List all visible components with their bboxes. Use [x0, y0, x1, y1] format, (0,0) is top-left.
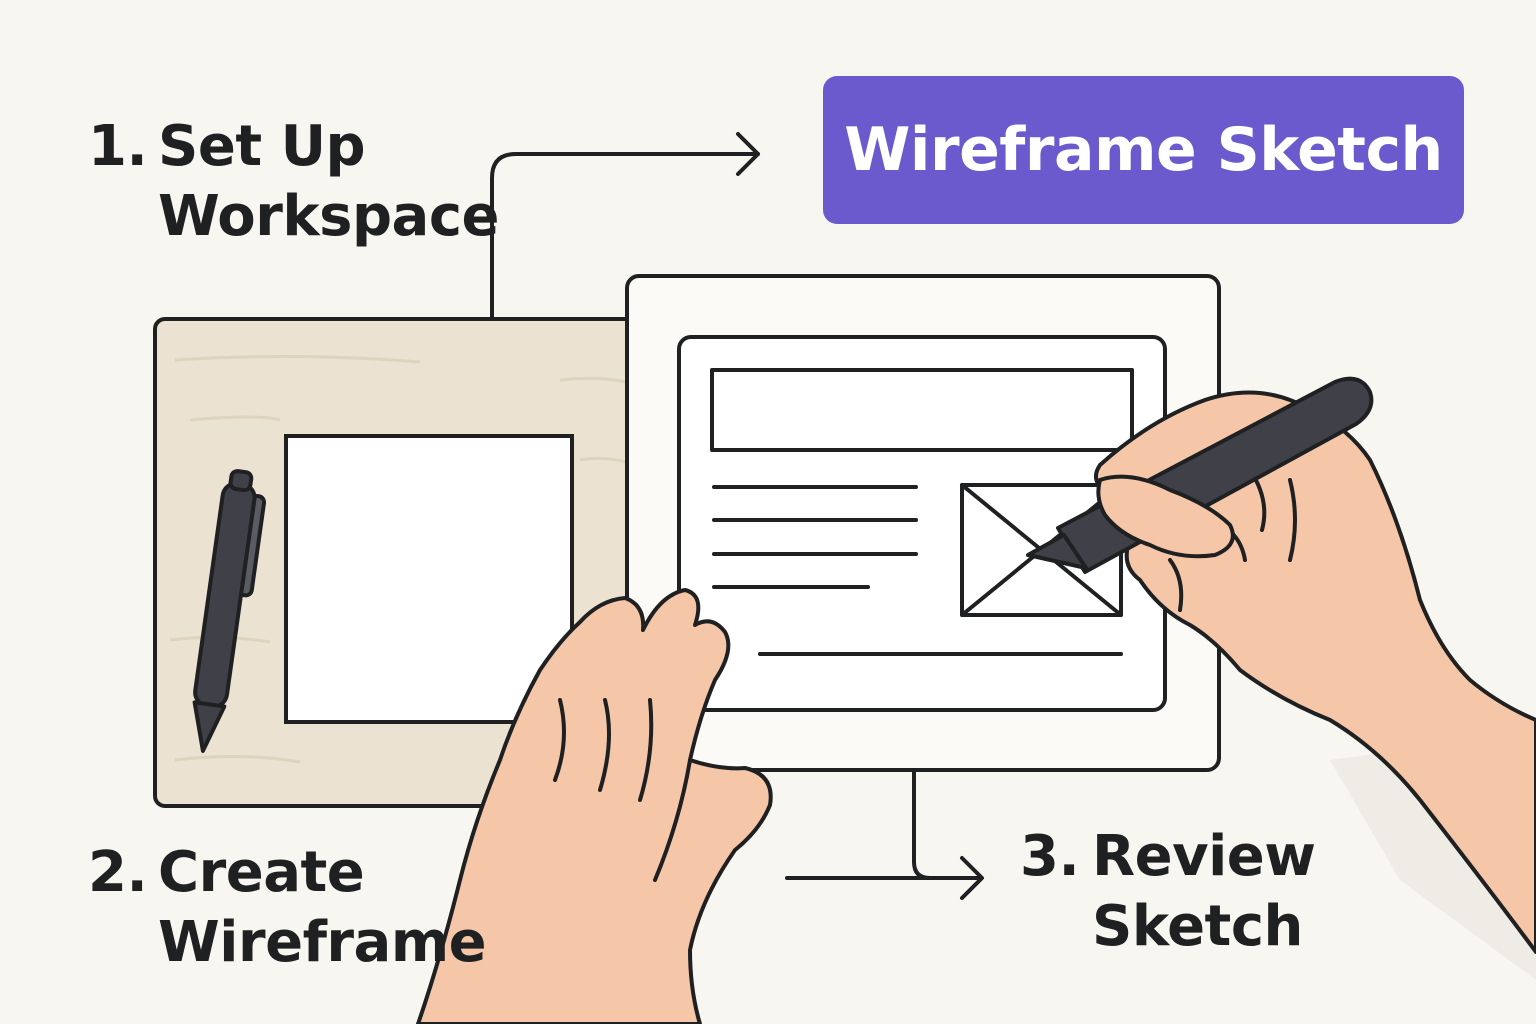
diagram-title: Wireframe Sketch — [844, 115, 1443, 185]
pen-cap — [228, 469, 254, 493]
left-hand — [416, 588, 773, 1024]
wireframe-header-block — [710, 368, 1134, 452]
connector-step3 — [785, 856, 984, 900]
step-3-title-line2: Sketch — [1092, 894, 1303, 959]
pen-tip — [192, 700, 227, 753]
arrow-right-icon — [960, 856, 984, 900]
arrow-right-icon — [736, 132, 760, 176]
paper-sheet — [284, 434, 574, 724]
step-2-title-line2: Wireframe — [158, 910, 487, 975]
step-2-number: 2. — [88, 840, 148, 905]
knuckle-lines — [553, 698, 692, 882]
left-hand-shape — [416, 588, 773, 1024]
step-1-title-line1: Set Up — [158, 114, 366, 179]
stylus-tip — [1026, 533, 1088, 570]
step-3-label: 3.Review Sketch — [1020, 822, 1316, 962]
right-hand — [1026, 376, 1536, 980]
connector-line-step1 — [490, 152, 760, 320]
step-2-title-line1: Create — [158, 840, 365, 905]
step-1-title-line2: Workspace — [158, 184, 500, 249]
step-1-label: 1.Set Up Workspace — [88, 112, 500, 252]
monitor-stand — [912, 770, 962, 880]
step-3-number: 3. — [1020, 824, 1080, 889]
step-2-label: 2.Create Wireframe — [88, 838, 487, 978]
title-badge: Wireframe Sketch — [823, 76, 1464, 224]
connector-step1 — [490, 132, 760, 320]
thumb — [1096, 474, 1235, 559]
drawing-board — [153, 317, 642, 808]
step-1-number: 1. — [88, 114, 148, 179]
pen-icon — [192, 469, 267, 753]
step-3-title-line1: Review — [1092, 824, 1316, 889]
